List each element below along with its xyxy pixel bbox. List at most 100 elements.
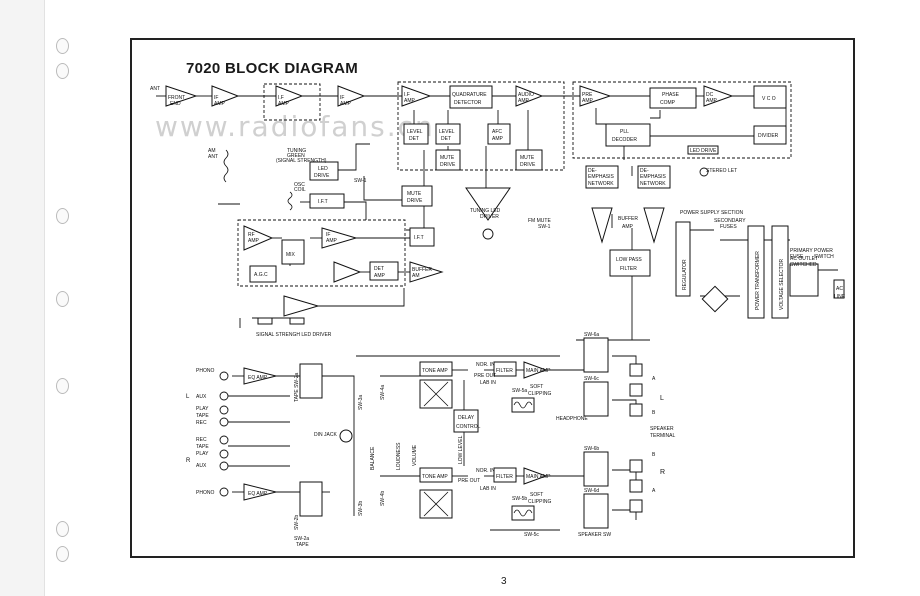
- dc-amp-label: AMP: [706, 98, 718, 104]
- vco-label: V C O: [762, 96, 776, 102]
- pll-decoder-label: DECODER: [612, 137, 637, 143]
- if-amp-3: [337, 85, 366, 107]
- level-det-2-label: LEVEL: [439, 129, 455, 135]
- level-det-2: [435, 123, 461, 145]
- nor-in-2-label: PRE OUT: [458, 478, 480, 484]
- de-emph-2-label: NETWORK: [640, 181, 666, 187]
- play-2-label: PLAY: [196, 451, 209, 457]
- binder-hole: [56, 546, 69, 562]
- din-jack-label: DIN JACK: [314, 432, 337, 438]
- audio-amp-label: AMP: [518, 98, 530, 104]
- mute-drive-3: [401, 185, 433, 207]
- mute-drive-2: [515, 149, 543, 171]
- terminal-b2-label: B: [652, 452, 656, 458]
- power-supply-label: POWER SUPPLY SECTION: [680, 210, 744, 216]
- sw-6b: [583, 451, 609, 487]
- stereo-led: [699, 167, 709, 177]
- balance-label: BALANCE: [370, 446, 376, 470]
- filter-1-label: FILTER: [496, 368, 513, 374]
- if-amp-4: [401, 85, 432, 107]
- if-amp-4-label: I.F: [404, 92, 410, 98]
- terminal: [629, 459, 643, 473]
- front-end-label: FRONT: [168, 95, 185, 101]
- led-drive-label: LED: [318, 166, 328, 172]
- tone-amp-1-label: TONE AMP: [422, 368, 448, 374]
- det-amp: [369, 261, 399, 281]
- speaker-terminal-label: TERMINAL: [650, 433, 676, 439]
- tone-amp-2-label: TONE AMP: [422, 474, 448, 480]
- secondary-fuses-label: FUSES: [720, 224, 737, 230]
- mute-drive-3-label: DRIVE: [407, 198, 423, 204]
- phase-comp-label: PHASE: [662, 92, 680, 98]
- aux-2-label: AUX: [196, 463, 207, 469]
- if-amp-am-2: [333, 261, 362, 283]
- de-emph-2-label: DE-: [640, 168, 649, 174]
- binder-hole: [56, 291, 69, 307]
- delay-control: [453, 409, 479, 433]
- mpx-section: [572, 81, 792, 159]
- front-end-amp: [165, 85, 198, 107]
- soft-clip-2-label: SOFT: [530, 492, 543, 498]
- tone-curve: [423, 491, 449, 517]
- divider-label: DIVIDER: [758, 133, 779, 139]
- power-transformer: [747, 225, 765, 319]
- audio-amp: [515, 85, 544, 107]
- de-emph-1-label: NETWORK: [588, 181, 614, 187]
- delay-control-label: CONTROL: [456, 424, 481, 430]
- rec-2-label: REC: [196, 437, 207, 443]
- terminal-a2-label: A: [652, 488, 656, 494]
- primary-fuse-label: PRIMARY: [790, 248, 813, 254]
- buffer-am-label: AM: [412, 273, 420, 279]
- tape-sw-2a: [299, 363, 323, 399]
- loudness-label: LOUDNESS: [396, 442, 402, 470]
- buffer-am-label: BUFFER: [412, 267, 432, 273]
- sine-wave: [513, 401, 533, 409]
- main-amp-1-label: MAIN AMP: [526, 368, 551, 374]
- level-det-1-label: DET: [409, 136, 419, 142]
- de-emphasis-2: [637, 165, 671, 189]
- sw-4b-label: SW-4b: [380, 491, 386, 506]
- tuning-led-driver-label: DRIVER: [480, 214, 499, 220]
- if-amp-2-outline: [263, 83, 321, 121]
- r-channel-label: R: [186, 458, 191, 464]
- mix: [281, 239, 305, 265]
- osc-coil-label: COIL: [294, 187, 306, 193]
- mute-drive-2-label: DRIVE: [520, 162, 536, 168]
- buffer-amp-label: BUFFER: [618, 216, 638, 222]
- pll-decoder-label: PLL: [620, 129, 629, 135]
- rf-amp-label: RF: [248, 232, 255, 238]
- binder-hole: [56, 63, 69, 79]
- main-amp-2-label: MAIN AMP: [526, 474, 551, 480]
- nor-in-1-label: PRE OUT: [474, 373, 496, 379]
- stereo-led-label: STEREO LET: [706, 168, 737, 174]
- osc-coil-label: OSC: [294, 182, 305, 188]
- resistor-1: [257, 317, 273, 325]
- fm-ant-label: ANT: [150, 86, 160, 92]
- terminal: [629, 479, 643, 493]
- det-amp-label: AMP: [374, 273, 386, 279]
- if-amp-2: [275, 85, 304, 107]
- tuning-green-label: TUNING: [287, 148, 306, 154]
- ac-outlet: [789, 263, 819, 297]
- terminal-a1-label: A: [652, 376, 656, 382]
- mute-drive-3-label: MUTE: [407, 191, 422, 197]
- quad-det-label: QUADRATURE: [452, 92, 487, 98]
- secondary-fuses-label: SECONDARY: [714, 218, 746, 224]
- led-drive-2: [687, 145, 719, 155]
- rf-amp-label: AMP: [248, 238, 260, 244]
- regulator-label: REGULATOR: [682, 259, 688, 290]
- voltage-selector-label: VOLTAGE SELECTOR: [779, 258, 785, 310]
- main-amp-1: [523, 361, 548, 379]
- ift-2: [409, 227, 435, 247]
- sw-5c-label: SW-5c: [524, 532, 539, 538]
- de-emphasis-1: [585, 165, 619, 189]
- ac-line-label: LINE: [834, 294, 846, 300]
- diagram-title: 7020 BLOCK DIAGRAM: [186, 60, 359, 77]
- rec-1-label: REC: [196, 420, 207, 426]
- ac-plug: [833, 279, 845, 299]
- sw-2a-tape-label: TAPE: [296, 542, 309, 548]
- speaker-terminal-label: SPEAKER: [650, 426, 674, 432]
- binder-hole: [56, 38, 69, 54]
- bridge-rectifier: [701, 285, 729, 313]
